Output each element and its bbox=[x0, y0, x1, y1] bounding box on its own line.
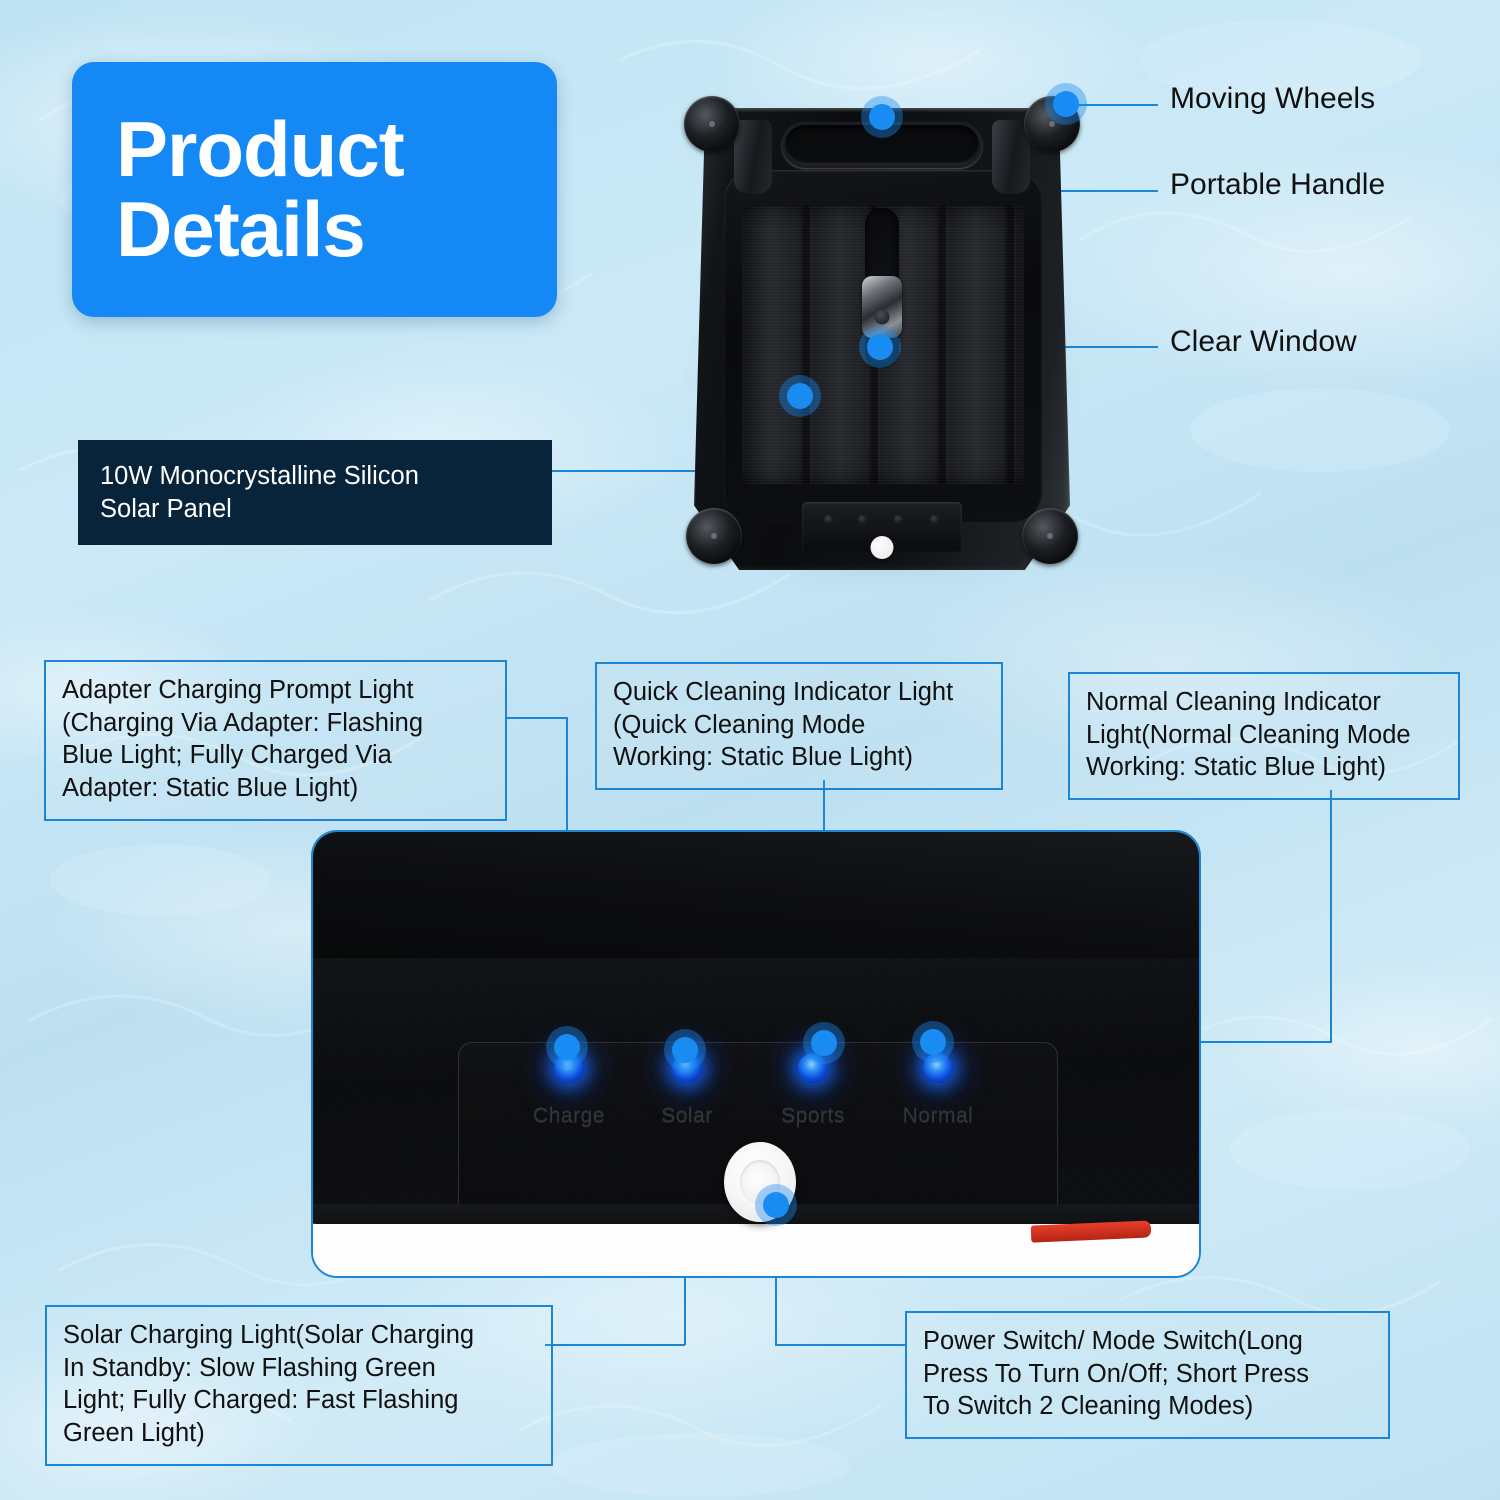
leader-line-solar-panel-h bbox=[551, 470, 800, 472]
callout-adapter-charging-prompt-light: Adapter Charging Prompt Light (Charging … bbox=[44, 660, 507, 821]
led-label-solar: Solar bbox=[661, 1104, 713, 1127]
hotspot-solar-charging-light bbox=[672, 1037, 698, 1063]
leader-line-normal-v bbox=[1330, 790, 1332, 1043]
port-hole-3 bbox=[894, 515, 903, 524]
wheel-bottom-right bbox=[1022, 508, 1078, 564]
hotspot-normal-cleaning-light bbox=[920, 1029, 946, 1055]
led-label-sports: Sports bbox=[781, 1104, 845, 1127]
led-label-charge: Charge bbox=[533, 1104, 605, 1127]
handle-grip-right bbox=[992, 120, 1030, 194]
indicator-port-strip bbox=[802, 502, 962, 559]
label-portable-handle: Portable Handle bbox=[1170, 168, 1386, 201]
leader-line-adapter-h bbox=[507, 717, 567, 719]
leader-line-moving-wheels bbox=[1066, 104, 1158, 106]
hotspot-power-switch bbox=[763, 1192, 789, 1218]
label-clear-window: Clear Window bbox=[1170, 325, 1357, 358]
handle-grip-left bbox=[734, 120, 772, 194]
port-hole-4 bbox=[930, 515, 939, 524]
callout-power-switch-mode-switch: Power Switch/ Mode Switch(Long Press To … bbox=[905, 1311, 1390, 1439]
control-panel-photo: Charge Solar Sports Normal bbox=[311, 830, 1201, 1278]
callout-normal-cleaning-indicator-light: Normal Cleaning Indicator Light(Normal C… bbox=[1068, 672, 1460, 800]
led-label-normal: Normal bbox=[902, 1104, 974, 1127]
device-upper-shell bbox=[313, 832, 1199, 960]
port-hole-1 bbox=[824, 515, 833, 524]
wheel-top-left bbox=[684, 96, 740, 152]
page-title-badge: Product Details bbox=[72, 62, 557, 317]
hotspot-solar-panel bbox=[787, 383, 813, 409]
callout-solar-panel: 10W Monocrystalline Silicon Solar Panel bbox=[78, 440, 552, 546]
callout-solar-charging-light: Solar Charging Light(Solar Charging In S… bbox=[45, 1305, 553, 1466]
leader-line-power-switch-h bbox=[775, 1344, 906, 1346]
wheel-bottom-left bbox=[686, 508, 742, 564]
device-front-face bbox=[313, 958, 1199, 1248]
callout-quick-cleaning-indicator-light: Quick Cleaning Indicator Light (Quick Cl… bbox=[595, 662, 1003, 790]
label-moving-wheels: Moving Wheels bbox=[1170, 82, 1376, 115]
hotspot-adapter-charging-light bbox=[554, 1034, 580, 1060]
hotspot-quick-cleaning-light bbox=[811, 1030, 837, 1056]
hotspot-clear-window bbox=[867, 334, 893, 360]
leader-line-solar-charging-h bbox=[545, 1344, 685, 1346]
power-button-small bbox=[870, 536, 894, 559]
page-title: Product Details bbox=[116, 104, 405, 273]
port-hole-2 bbox=[858, 515, 867, 524]
hotspot-portable-handle bbox=[869, 104, 895, 130]
hotspot-moving-wheels bbox=[1053, 91, 1079, 117]
